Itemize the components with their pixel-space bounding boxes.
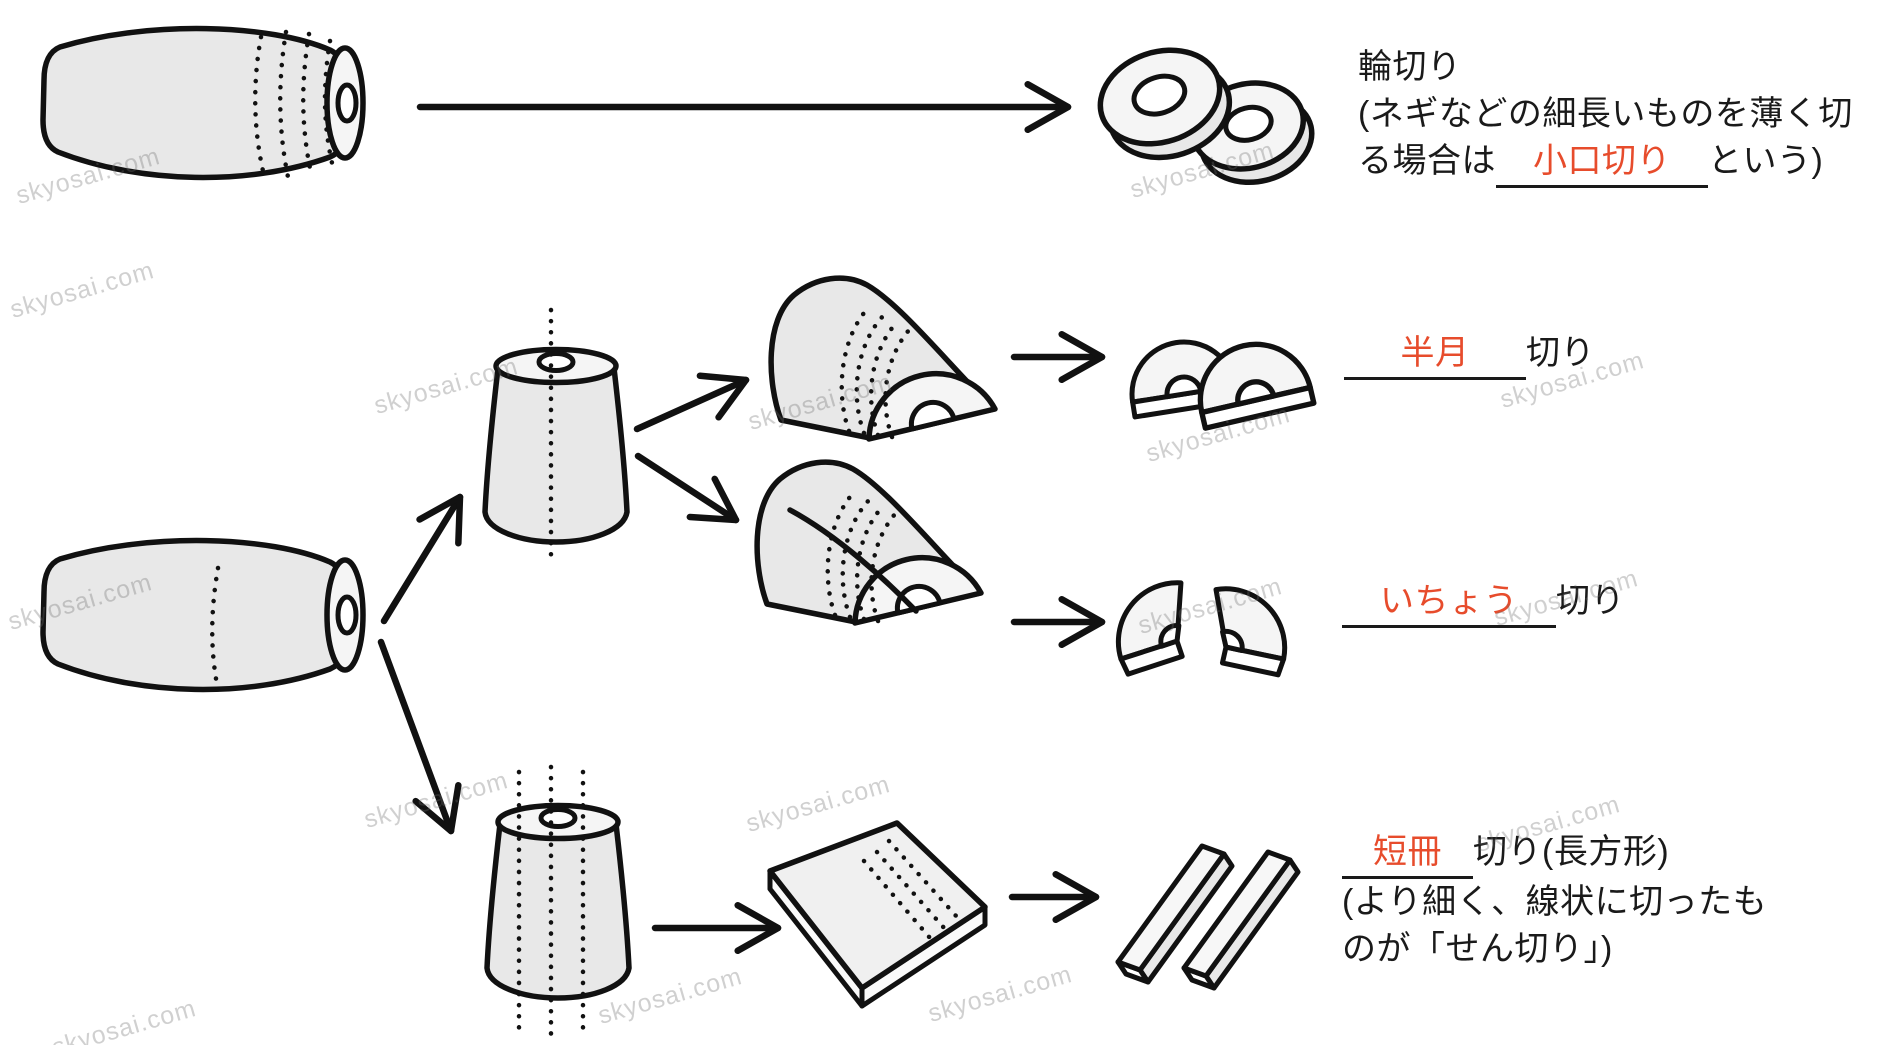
ring-slices-icon bbox=[1097, 47, 1315, 186]
ichou-suffix: 切り bbox=[1556, 582, 1625, 620]
quarter-slices-icon bbox=[1111, 582, 1287, 675]
answer-tanzaku: 短冊 bbox=[1373, 833, 1442, 871]
cylinder-segment-icon bbox=[485, 350, 627, 543]
arrow-to-halfcylinder-cut bbox=[634, 452, 740, 524]
half-moon-slices-icon bbox=[1125, 333, 1314, 428]
hangetsu-suffix: 切り bbox=[1526, 334, 1595, 372]
stick-slices-icon bbox=[1115, 843, 1301, 991]
label-tanzaku: 短冊切り(長方形) (より細く、線状に切ったも のが「せん切り」) bbox=[1342, 829, 1767, 973]
label-hangetsu: 半月 切り bbox=[1344, 330, 1595, 380]
answer-koguchigiri: 小口切り bbox=[1533, 142, 1671, 180]
answer-hangetsu: 半月 bbox=[1400, 334, 1470, 372]
answer-blank-ichou: いちょう bbox=[1342, 578, 1556, 628]
half-cylinder-icon bbox=[771, 278, 995, 439]
cylinder-segment-marked-icon bbox=[487, 806, 629, 999]
label-ichou: いちょう切り bbox=[1342, 578, 1625, 628]
answer-blank-hangetsu: 半月 bbox=[1344, 330, 1526, 380]
slab-icon bbox=[767, 820, 988, 1009]
daikon-whole-icon bbox=[43, 29, 363, 178]
answer-blank-tanzaku: 短冊 bbox=[1342, 829, 1473, 879]
tanzaku-suffix: 切り(長方形) bbox=[1473, 833, 1670, 871]
wagiri-note-prefix: る場合は bbox=[1358, 142, 1496, 180]
arrow-to-upper-cylinder bbox=[380, 493, 464, 625]
wagiri-note-line2: る場合は小口切りという) bbox=[1358, 138, 1853, 188]
answer-blank-koguchigiri: 小口切り bbox=[1496, 138, 1708, 188]
wagiri-note-line1: (ネギなどの細長いものを薄く切 bbox=[1358, 95, 1853, 133]
wagiri-title: 輪切り bbox=[1358, 48, 1462, 86]
tanzaku-note-line1: (より細く、線状に切ったも bbox=[1342, 883, 1768, 921]
label-wagiri: 輪切り (ネギなどの細長いものを薄く切 る場合は小口切りという) bbox=[1358, 44, 1853, 188]
tanzaku-note-line2: のが「せん切り」) bbox=[1342, 930, 1613, 968]
tanzaku-line1: 短冊切り(長方形) bbox=[1342, 829, 1767, 879]
half-cylinder-cut-icon bbox=[757, 462, 981, 623]
arrow-to-lower-cylinder bbox=[377, 638, 462, 835]
wagiri-note-suffix: という) bbox=[1708, 142, 1824, 180]
answer-ichou: いちょう bbox=[1380, 582, 1518, 620]
arrow-to-halfcylinder bbox=[633, 372, 750, 433]
daikon-marked-icon bbox=[43, 541, 363, 690]
